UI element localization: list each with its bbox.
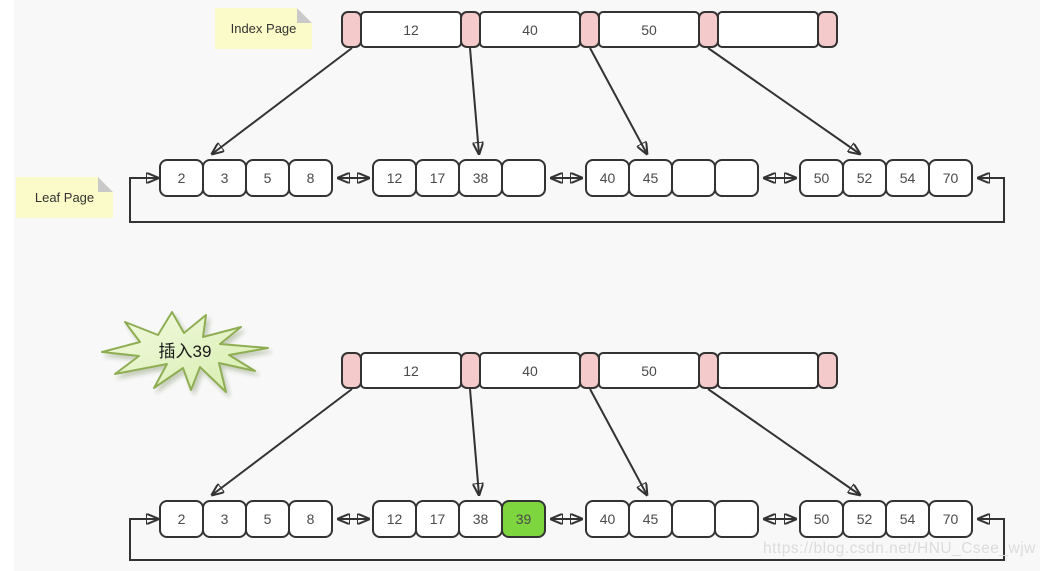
index-pointer-cell bbox=[579, 11, 600, 48]
leaf-cell: 12 bbox=[372, 500, 417, 538]
leaf-cell: 2 bbox=[159, 159, 204, 197]
index-pointer-cell bbox=[579, 352, 600, 389]
leaf-cell: 50 bbox=[799, 159, 844, 197]
leaf-cell bbox=[714, 500, 759, 538]
index-page-note-label: Index Page bbox=[230, 21, 297, 36]
index-page-row-before: 12 40 50 bbox=[341, 11, 838, 48]
leaf-cell: 8 bbox=[288, 500, 333, 538]
leaf-cell-inserted: 39 bbox=[501, 500, 546, 538]
index-pointer-cell bbox=[341, 11, 362, 48]
leaf-cell: 2 bbox=[159, 500, 204, 538]
leaf-cell: 70 bbox=[928, 159, 973, 197]
index-pointer-cell bbox=[698, 352, 719, 389]
index-key-cell: 40 bbox=[479, 352, 581, 389]
leaf-cell bbox=[501, 159, 546, 197]
index-pointer-cell bbox=[341, 352, 362, 389]
leaf-cell: 52 bbox=[842, 500, 887, 538]
index-pointer-cell bbox=[817, 352, 838, 389]
leaf-cell: 38 bbox=[458, 159, 503, 197]
leaf-cell: 38 bbox=[458, 500, 503, 538]
leaf-cell: 17 bbox=[415, 500, 460, 538]
leaf-cell: 50 bbox=[799, 500, 844, 538]
leaf-cell: 70 bbox=[928, 500, 973, 538]
index-page-row-after: 12 40 50 bbox=[341, 352, 838, 389]
insert-burst-label: 插入39 bbox=[158, 341, 212, 361]
leaf-cell: 3 bbox=[202, 159, 247, 197]
index-page-note: Index Page bbox=[215, 8, 312, 49]
index-key-cell: 50 bbox=[598, 11, 700, 48]
index-key-cell bbox=[717, 11, 819, 48]
index-key-cell: 12 bbox=[360, 11, 462, 48]
index-pointer-cell bbox=[460, 11, 481, 48]
index-key-cell: 12 bbox=[360, 352, 462, 389]
index-key-cell bbox=[717, 352, 819, 389]
leaf-cell: 40 bbox=[585, 159, 630, 197]
leaf-cell bbox=[714, 159, 759, 197]
index-key-cell: 50 bbox=[598, 352, 700, 389]
leaf-page-after-1: 2 3 5 8 bbox=[159, 500, 333, 538]
leaf-cell bbox=[671, 159, 716, 197]
leaf-cell: 3 bbox=[202, 500, 247, 538]
leaf-page-after-4: 50 52 54 70 bbox=[799, 500, 973, 538]
leaf-cell: 40 bbox=[585, 500, 630, 538]
leaf-cell: 5 bbox=[245, 500, 290, 538]
leaf-cell: 5 bbox=[245, 159, 290, 197]
insert-burst-shape bbox=[101, 311, 269, 393]
leaf-page-before-4: 50 52 54 70 bbox=[799, 159, 973, 197]
leaf-cell: 45 bbox=[628, 159, 673, 197]
leaf-cell: 52 bbox=[842, 159, 887, 197]
leaf-page-before-3: 40 45 bbox=[585, 159, 759, 197]
leaf-page-before-2: 12 17 38 bbox=[372, 159, 546, 197]
leaf-page-after-2: 12 17 38 39 bbox=[372, 500, 546, 538]
leaf-cell: 8 bbox=[288, 159, 333, 197]
leaf-cell: 17 bbox=[415, 159, 460, 197]
leaf-cell bbox=[671, 500, 716, 538]
index-pointer-cell bbox=[698, 11, 719, 48]
leaf-page-note-label: Leaf Page bbox=[34, 190, 95, 205]
leaf-page-before-1: 2 3 5 8 bbox=[159, 159, 333, 197]
diagram-background bbox=[14, 0, 1040, 571]
leaf-cell: 54 bbox=[885, 159, 930, 197]
watermark-text: https://blog.csdn.net/HNU_Csee_wjw bbox=[763, 540, 1036, 557]
index-key-cell: 40 bbox=[479, 11, 581, 48]
leaf-cell: 12 bbox=[372, 159, 417, 197]
leaf-page-note: Leaf Page bbox=[16, 177, 113, 218]
leaf-cell: 54 bbox=[885, 500, 930, 538]
index-pointer-cell bbox=[460, 352, 481, 389]
leaf-cell: 45 bbox=[628, 500, 673, 538]
leaf-page-after-3: 40 45 bbox=[585, 500, 759, 538]
index-pointer-cell bbox=[817, 11, 838, 48]
